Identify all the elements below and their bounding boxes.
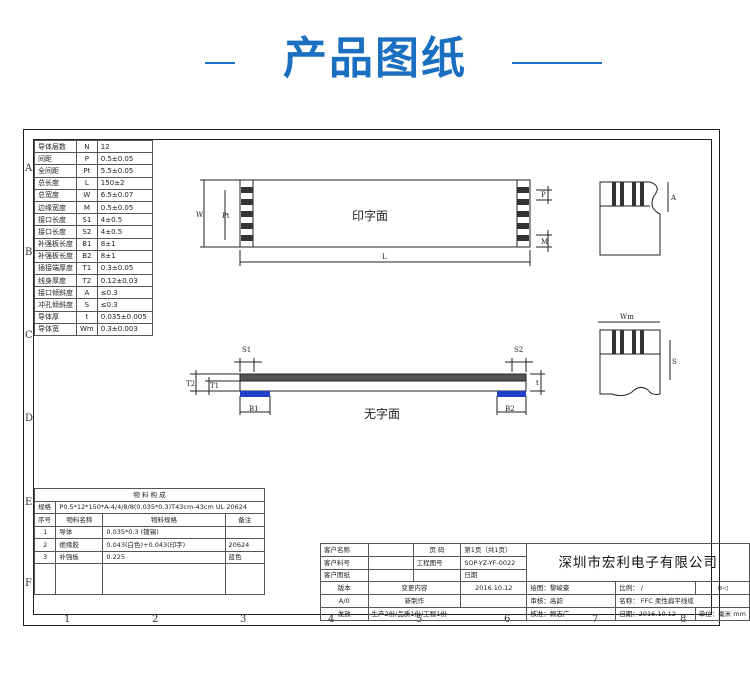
page-title: 产品图纸 xyxy=(283,33,467,84)
row-label: A xyxy=(25,163,33,174)
stiffener-left xyxy=(240,391,270,397)
dim-S2: S2 xyxy=(514,346,523,354)
dim-t: t xyxy=(536,379,539,387)
spec-sym: Wm xyxy=(76,322,98,337)
dim-B1: B1 xyxy=(249,405,259,413)
top-view xyxy=(200,179,552,266)
row-label: E xyxy=(25,497,33,508)
row-label: F xyxy=(25,578,32,589)
title-line-left xyxy=(205,62,235,64)
tb-date2: 日期：2016.10.12 xyxy=(615,606,696,621)
dim-L: L xyxy=(382,253,387,261)
dim-S: S xyxy=(672,358,677,366)
company-name: 深圳市宏利电子有限公司 xyxy=(526,542,750,583)
dim-T2: T2 xyxy=(186,380,195,388)
col-label: 1 xyxy=(64,614,71,625)
side-view xyxy=(190,358,545,415)
drawing-sheet-outer xyxy=(23,129,720,626)
row-label: D xyxy=(25,413,34,424)
stiffener-right xyxy=(497,391,526,397)
dim-Pt: Pt xyxy=(222,212,230,220)
dim-B2: B2 xyxy=(505,405,515,413)
material-header: 备注 xyxy=(224,513,266,527)
dim-S1: S1 xyxy=(242,346,251,354)
dim-Wm: Wm xyxy=(620,313,634,321)
projection-symbol-icon: ⊖◁ xyxy=(717,584,728,593)
cable-outline xyxy=(239,179,531,248)
no-print-side-label: 无字面 xyxy=(364,406,400,421)
col-label: 2 xyxy=(152,614,159,625)
row-label: B xyxy=(25,247,33,258)
dim-P: P xyxy=(541,191,546,199)
col-label: 3 xyxy=(240,614,247,625)
print-side-label: 印字面 xyxy=(352,208,388,223)
spec-name: 导体宽 xyxy=(34,322,77,337)
tb-issue-value: 生产2份/品质1份/工程1份 xyxy=(367,606,528,621)
dim-M: M xyxy=(541,238,548,246)
spec-name: 全间距 xyxy=(34,164,77,178)
title-block: 客户名称 页 码 第1页（共1页） 深圳市宏利电子有限公司 客户料号 工程图号 … xyxy=(320,542,750,621)
detail-view-top xyxy=(599,181,669,256)
row-label: C xyxy=(25,330,33,341)
title-line-right xyxy=(512,62,602,64)
dim-A: A xyxy=(670,194,677,202)
tb-unit: 单位：毫米 mm xyxy=(694,606,750,621)
tb-approver: 核准：赖志广 xyxy=(526,606,617,621)
spec-name: 补强板长度 xyxy=(34,249,77,263)
spec-val: 0.3±0.003 xyxy=(96,322,153,337)
spec-val: 4±0.5 xyxy=(96,225,153,239)
dim-W: W xyxy=(196,211,204,219)
dim-T1: T1 xyxy=(210,382,219,390)
detail-view-bottom xyxy=(598,321,671,397)
